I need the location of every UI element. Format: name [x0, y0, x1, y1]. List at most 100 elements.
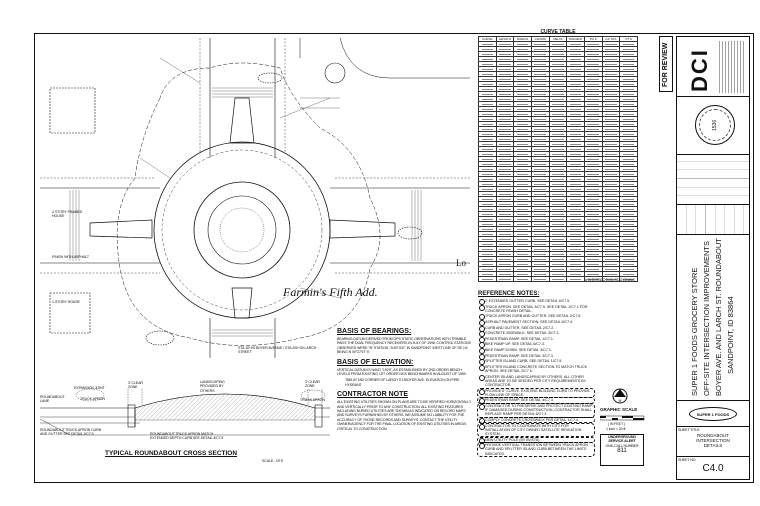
curve-table-row: [478, 56, 638, 62]
basis-bearings-title: BASIS OF BEARINGS:: [337, 328, 412, 335]
reference-note: CONTRACTOR TO PRESERVE AND PROTECT EXIST…: [476, 402, 596, 418]
firm-name: DCI: [687, 48, 712, 92]
reference-note: CONTRACTOR TO COORDINATE WITH CITY FOR I…: [476, 422, 596, 438]
curve-table-row: [478, 256, 638, 262]
curve-table-header: TANGENT: [566, 36, 585, 42]
curve-table-row: [478, 276, 638, 282]
cs-label: TRUCK APRON: [300, 398, 325, 402]
curve-table-row: [478, 211, 638, 217]
station-label: STA 10+00 BOYER AVENUE / STA 200+00 LARC…: [238, 346, 317, 355]
curve-table-row: [478, 171, 638, 177]
curve-table-row: [478, 161, 638, 167]
curve-table-row: [478, 246, 638, 252]
curve-table-row: [478, 186, 638, 192]
center-island: [207, 195, 277, 265]
curve-table-row: [478, 176, 638, 182]
curve-table-row: [478, 216, 638, 222]
svg-text:N: N: [619, 398, 622, 403]
cs-label: ROUNDABOUT LANE: [40, 395, 65, 404]
curve-table-row: [478, 196, 638, 202]
curve-table-row: [478, 251, 638, 257]
project-title-block: SUPER 1 FOODS GROCERY STORE OFF-SITE INT…: [677, 235, 749, 401]
alert-number: 811: [617, 448, 627, 455]
curve-table-row: [478, 91, 638, 97]
project-title: SUPER 1 FOODS GROCERY STORE OFF-SITE INT…: [689, 238, 737, 396]
subdivision-label: Farmin's Fifth Add.: [283, 285, 378, 299]
curve-table-row: [478, 101, 638, 107]
project-line: BOYER AVE. AND LARCH ST. ROUNDABOUT: [714, 238, 723, 396]
benchmark-text: TBM AT NW CORNER OF LARCH ST./BOYER AVE.…: [345, 378, 460, 387]
reference-note: PROVIDE VERTICAL TRANSITION BETWEEN TRUC…: [476, 441, 596, 458]
basis-bearings-text: BEARING DATUM DERIVED FROM GPS STATIC OB…: [337, 337, 471, 355]
curve-table-row: [478, 206, 638, 212]
project-line: OFF-SITE INTERSECTION IMPROVEMENTS: [702, 240, 711, 396]
reference-note: CURB AND GUTTER. SEE DETAIL 2/C7.2.: [478, 325, 594, 332]
reference-note: CONCRETE SIDEWALK. SEE DETAIL 3/C7.2.: [478, 331, 594, 338]
north-arrow-icon: N: [612, 388, 628, 404]
curve-table-row: [478, 271, 638, 277]
reference-note: PROVIDE 6" CURVE. EXISTING BUILDING CURB…: [476, 386, 596, 399]
cross-section-drawing: [40, 388, 330, 436]
cross-section-scale: SCALE : NTS: [262, 459, 283, 463]
larch-st-edges: [40, 187, 470, 264]
firm-logo: DCI: [677, 37, 749, 97]
curve-table-row: [478, 126, 638, 132]
curve-table-row: [478, 151, 638, 157]
reference-notes-title: REFERENCE NOTES:: [478, 291, 540, 297]
cs-label: EXPANSION JOINT: [74, 386, 105, 390]
curve-table-row: [478, 121, 638, 127]
curve-table-row: [478, 96, 638, 102]
curve-table-row: [478, 261, 638, 267]
engineer-seal: 1536: [677, 97, 749, 155]
curve-table-row: [478, 61, 638, 67]
survey-notes: BASIS OF BEARINGS: BEARING DATUM DERIVED…: [337, 328, 472, 431]
curve-table-row: [478, 156, 638, 162]
contractor-note-title: CONTRACTOR NOTE: [337, 391, 409, 399]
curve-table-row: [478, 226, 638, 232]
graphic-scale-ratio: 1 inch = 20 ft.: [606, 427, 627, 431]
alert-title: UNDERGROUND SERVICE ALERT: [608, 435, 636, 444]
plan-label: FINISH WITH ASPHALT: [52, 255, 89, 259]
alert-subtitle: ONE-CALL NUMBER: [605, 443, 639, 448]
contractor-note-text: ALL EXISTING UTILITIES SHOWN ON PLANS AR…: [337, 400, 472, 431]
client-logo: SUPER 1 FOODS: [677, 401, 749, 427]
curve-table-row: [478, 231, 638, 237]
curve-table-row: [478, 116, 638, 122]
reference-note: PEDESTRIAN RAMP. SEE DETAIL 4/C7.3.: [476, 396, 596, 405]
project-line: SUPER 1 FOODS GROCERY STORE: [690, 267, 699, 396]
curve-table-row: [478, 266, 638, 272]
curve-table-row: [478, 141, 638, 147]
boyer-ave-north-edge: [209, 38, 276, 158]
curve-table-row: [478, 41, 638, 47]
cs-label: 3' CLEAR ZONE: [305, 380, 320, 389]
cs-label: LANDSCAPING PROVIDED BY OTHERS: [200, 380, 225, 393]
plan-label: 1-STORY HOUSE: [52, 300, 80, 304]
cs-label: ROUNDABOUT TRUCK APRON CURB AND GUTTER S…: [40, 428, 101, 437]
truck-apron-curb: [193, 181, 291, 279]
curve-table-row: [478, 236, 638, 242]
sheet-number: C4.0: [702, 463, 724, 475]
sheet-title-label: SHEET TITLE: [678, 428, 700, 432]
cross-section-title: TYPICAL ROUNDABOUT CROSS SECTION: [105, 450, 238, 457]
project-line: SANDPOINT, ID 83864: [726, 296, 735, 374]
reference-note: SPLITTER ISLAND CURB. SEE DETAIL 1/C7.5.: [478, 359, 594, 366]
basis-elevation-text: VERTICAL DATUM IS NAVD "1929", AS ESTABL…: [337, 367, 467, 377]
graphic-scale-title: GRAPHIC SCALE: [600, 407, 638, 412]
reference-note: SPLITTER ISLAND CONCRETE SECTION TO MATC…: [478, 364, 594, 373]
curve-table-row: [478, 111, 638, 117]
reference-note: TRUCK APRON. SEE DETAIL 3/C7.5. SEE DETA…: [478, 304, 594, 313]
curve-table-row: [478, 131, 638, 137]
curve-table-row: [478, 66, 638, 72]
curve-table-row: [478, 221, 638, 227]
partial-label: Lo: [456, 258, 466, 268]
client-logo-text: SUPER 1 FOODS: [689, 407, 737, 421]
roundabout-plan-view: [40, 38, 470, 358]
seal-number: 1536: [712, 119, 718, 131]
curve-table-row: [478, 46, 638, 52]
cs-label: TRUCK APRON: [80, 397, 105, 401]
existing-house: [49, 87, 96, 134]
plan-label: 2-STORY FRAMED HOUSE: [52, 210, 83, 219]
curve-table-row: [478, 136, 638, 142]
drawing-border: [34, 33, 754, 483]
